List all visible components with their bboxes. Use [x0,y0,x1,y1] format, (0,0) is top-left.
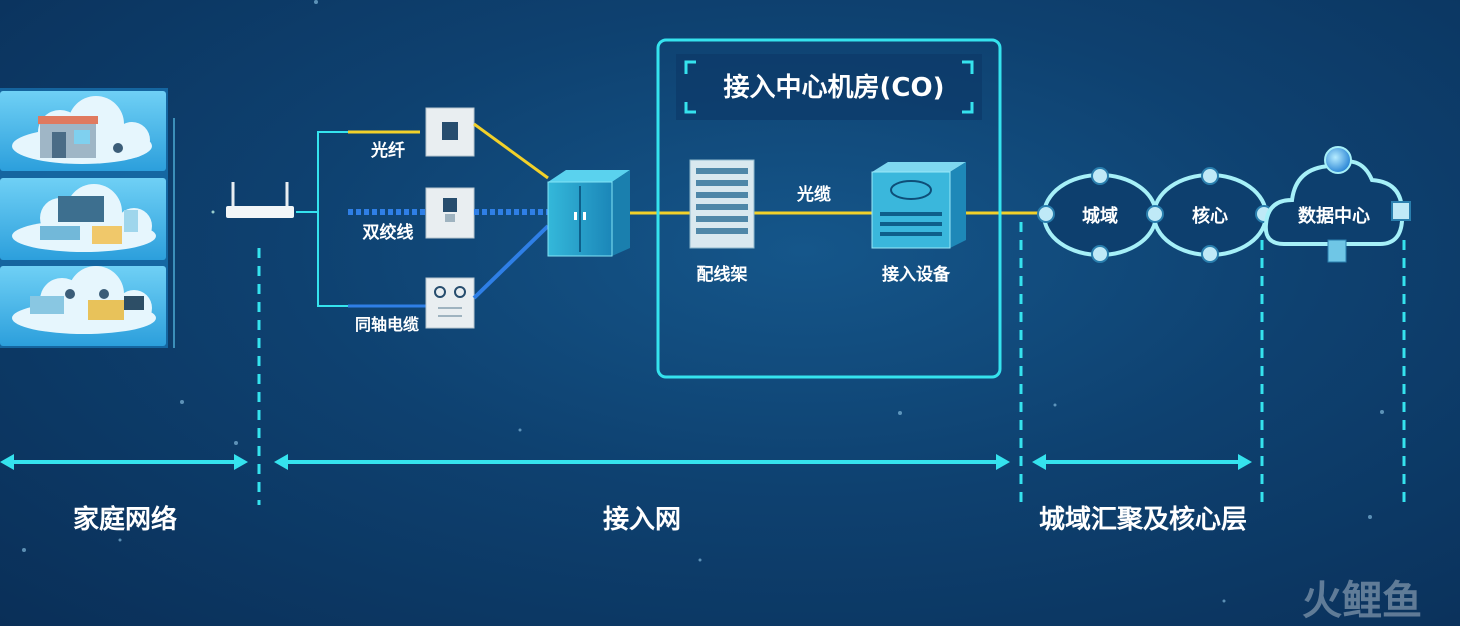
home-network-panel [0,88,175,348]
access-device-label: 接入设备 [882,264,951,285]
core-label: 核心 [1192,205,1228,227]
co-room-frame [656,38,1002,379]
section-separators [257,222,1406,505]
metro-label: 城域 [1082,205,1118,227]
access-device [871,162,966,249]
cable-label: 光缆 [796,184,831,205]
coax-socket [425,277,475,329]
patch-panel-label: 配线架 [697,264,748,285]
section-access-label: 接入网 [603,505,681,535]
home-scene-card-1 [0,91,166,171]
coax-label: 同轴电缆 [355,315,419,334]
datacenter-cloud [1263,146,1411,263]
twisted-pair-label: 双绞线 [363,222,414,243]
home-router [211,182,294,218]
media-bracket [317,131,348,307]
home-scene-card-2 [0,178,166,260]
fiber-to-cabinet [473,122,549,180]
background-stars [22,0,1384,603]
ethernet-socket [425,187,475,239]
ring-routers [1037,167,1273,263]
fiber-socket [425,107,475,157]
datacenter-label: 数据中心 [1298,205,1370,227]
coax-to-cabinet [472,224,550,300]
section-metro-core-label: 城域汇聚及核心层 [1039,504,1247,535]
patch-panel [689,159,755,249]
street-cabinet [547,170,630,257]
fiber-label: 光纤 [370,140,405,161]
watermark-logo: 火鲤鱼 [1302,578,1422,624]
co-title: 接入中心机房(CO) [724,73,945,103]
section-home-label: 家庭网络 [73,504,177,535]
span-arrows [0,454,1252,470]
home-scene-card-3 [0,266,166,346]
